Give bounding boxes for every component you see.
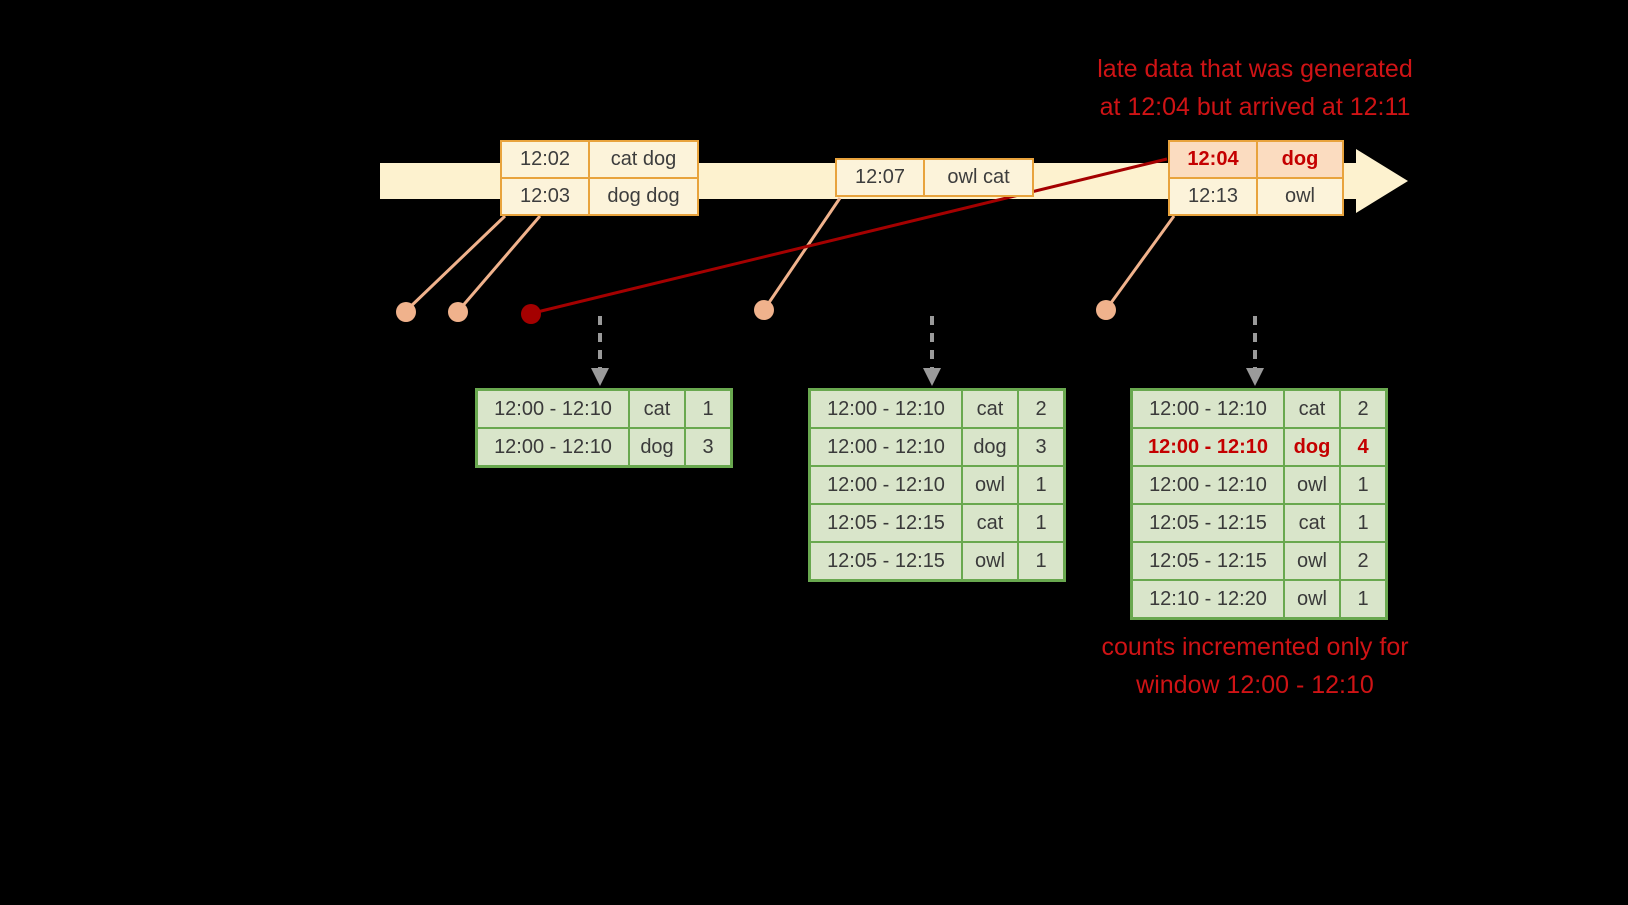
window-cell: 12:05 - 12:15: [1130, 503, 1285, 543]
window-cell: 12:00 - 12:10: [808, 427, 963, 467]
event-words: dog: [1258, 142, 1342, 177]
annotation-line: window 12:00 - 12:10: [1136, 671, 1374, 699]
table-row: 12:05 - 12:15 cat 1: [1130, 503, 1388, 543]
window-cell: 12:00 - 12:10: [1130, 388, 1285, 429]
table-row: 12:00 - 12:10 cat 2: [1130, 388, 1388, 429]
window-cell: 12:00 - 12:10: [475, 388, 630, 429]
window-cell: 12:00 - 12:10: [1130, 427, 1285, 467]
trigger-arrowhead-icon: [923, 368, 941, 386]
event-row: 12:07 owl cat: [837, 160, 1032, 195]
event-box-3: 12:04 dog 12:13 owl: [1168, 140, 1344, 216]
event-words: owl: [1258, 179, 1342, 214]
word-cell: dog: [628, 427, 686, 468]
word-cell: cat: [1283, 388, 1341, 429]
count-cell: 2: [1339, 541, 1388, 581]
result-table-1: 12:00 - 12:10 cat 1 12:00 - 12:10 dog 3: [475, 388, 733, 468]
table-row: 12:00 - 12:10 dog 3: [808, 427, 1066, 467]
annotation-line: counts incremented only for: [1101, 633, 1409, 661]
count-cell: 1: [1017, 541, 1066, 582]
event-row: 12:02 cat dog: [502, 142, 697, 177]
table-row: 12:00 - 12:10 dog 3: [475, 427, 733, 468]
window-cell: 12:00 - 12:10: [808, 465, 963, 505]
count-cell: 1: [1017, 503, 1066, 543]
arrival-dot: [448, 302, 468, 322]
table-row: 12:10 - 12:20 owl 1: [1130, 579, 1388, 620]
event-time: 12:07: [837, 160, 925, 195]
count-cell: 1: [1339, 503, 1388, 543]
word-cell: owl: [961, 541, 1019, 582]
event-connector-line: [1106, 215, 1176, 308]
count-cell: 4: [1339, 427, 1388, 467]
window-cell: 12:05 - 12:15: [808, 503, 963, 543]
count-cell: 1: [1017, 465, 1066, 505]
counts-incremented-annotation: counts incremented only for window 12:00…: [1020, 628, 1490, 704]
event-time: 12:04: [1170, 142, 1258, 177]
word-cell: cat: [961, 388, 1019, 429]
event-words: owl cat: [925, 160, 1032, 195]
count-cell: 3: [684, 427, 733, 468]
window-cell: 12:05 - 12:15: [1130, 541, 1285, 581]
late-data-annotation: late data that was generated at 12:04 bu…: [1020, 50, 1490, 126]
event-time: 12:03: [502, 179, 590, 214]
table-row: 12:05 - 12:15 cat 1: [808, 503, 1066, 543]
word-cell: owl: [1283, 465, 1341, 505]
arrival-dot: [396, 302, 416, 322]
late-updated-row: 12:00 - 12:10 dog 4: [1130, 427, 1388, 467]
event-words: cat dog: [590, 142, 697, 177]
count-cell: 3: [1017, 427, 1066, 467]
count-cell: 1: [1339, 465, 1388, 505]
window-cell: 12:00 - 12:10: [808, 388, 963, 429]
count-cell: 2: [1339, 388, 1388, 429]
event-words: dog dog: [590, 179, 697, 214]
window-cell: 12:10 - 12:20: [1130, 579, 1285, 620]
result-table-3: 12:00 - 12:10 cat 2 12:00 - 12:10 dog 4 …: [1130, 388, 1388, 620]
event-row: 12:13 owl: [1170, 177, 1342, 214]
word-cell: cat: [1283, 503, 1341, 543]
annotation-line: late data that was generated: [1097, 55, 1413, 83]
window-cell: 12:00 - 12:10: [1130, 465, 1285, 505]
word-cell: dog: [1283, 427, 1341, 467]
trigger-arrowhead-icon: [591, 368, 609, 386]
table-row: 12:00 - 12:10 owl 1: [808, 465, 1066, 505]
word-cell: owl: [961, 465, 1019, 505]
result-table-2: 12:00 - 12:10 cat 2 12:00 - 12:10 dog 3 …: [808, 388, 1066, 582]
arrival-dot: [754, 300, 774, 320]
timeline-arrowhead-icon: [1356, 149, 1408, 213]
word-cell: cat: [961, 503, 1019, 543]
event-box-2: 12:07 owl cat: [835, 158, 1034, 197]
event-box-1: 12:02 cat dog 12:03 dog dog: [500, 140, 699, 216]
annotation-line: at 12:04 but arrived at 12:11: [1099, 93, 1411, 121]
count-cell: 2: [1017, 388, 1066, 429]
word-cell: cat: [628, 388, 686, 429]
trigger-arrowhead-icon: [1246, 368, 1264, 386]
window-cell: 12:00 - 12:10: [475, 427, 630, 468]
event-row: 12:03 dog dog: [502, 177, 697, 214]
late-event-row: 12:04 dog: [1170, 142, 1342, 177]
word-cell: owl: [1283, 541, 1341, 581]
window-cell: 12:05 - 12:15: [808, 541, 963, 582]
table-row: 12:00 - 12:10 cat 2: [808, 388, 1066, 429]
word-cell: dog: [961, 427, 1019, 467]
word-cell: owl: [1283, 579, 1341, 620]
event-connector-line: [458, 215, 542, 310]
table-row: 12:00 - 12:10 owl 1: [1130, 465, 1388, 505]
late-arrival-dot: [521, 304, 541, 324]
table-row: 12:05 - 12:15 owl 1: [808, 541, 1066, 582]
event-time: 12:13: [1170, 179, 1258, 214]
event-connector-line: [406, 214, 507, 311]
arrival-dot: [1096, 300, 1116, 320]
count-cell: 1: [684, 388, 733, 429]
event-connector-line: [764, 197, 842, 308]
table-row: 12:00 - 12:10 cat 1: [475, 388, 733, 429]
table-row: 12:05 - 12:15 owl 2: [1130, 541, 1388, 581]
count-cell: 1: [1339, 579, 1388, 620]
event-time: 12:02: [502, 142, 590, 177]
